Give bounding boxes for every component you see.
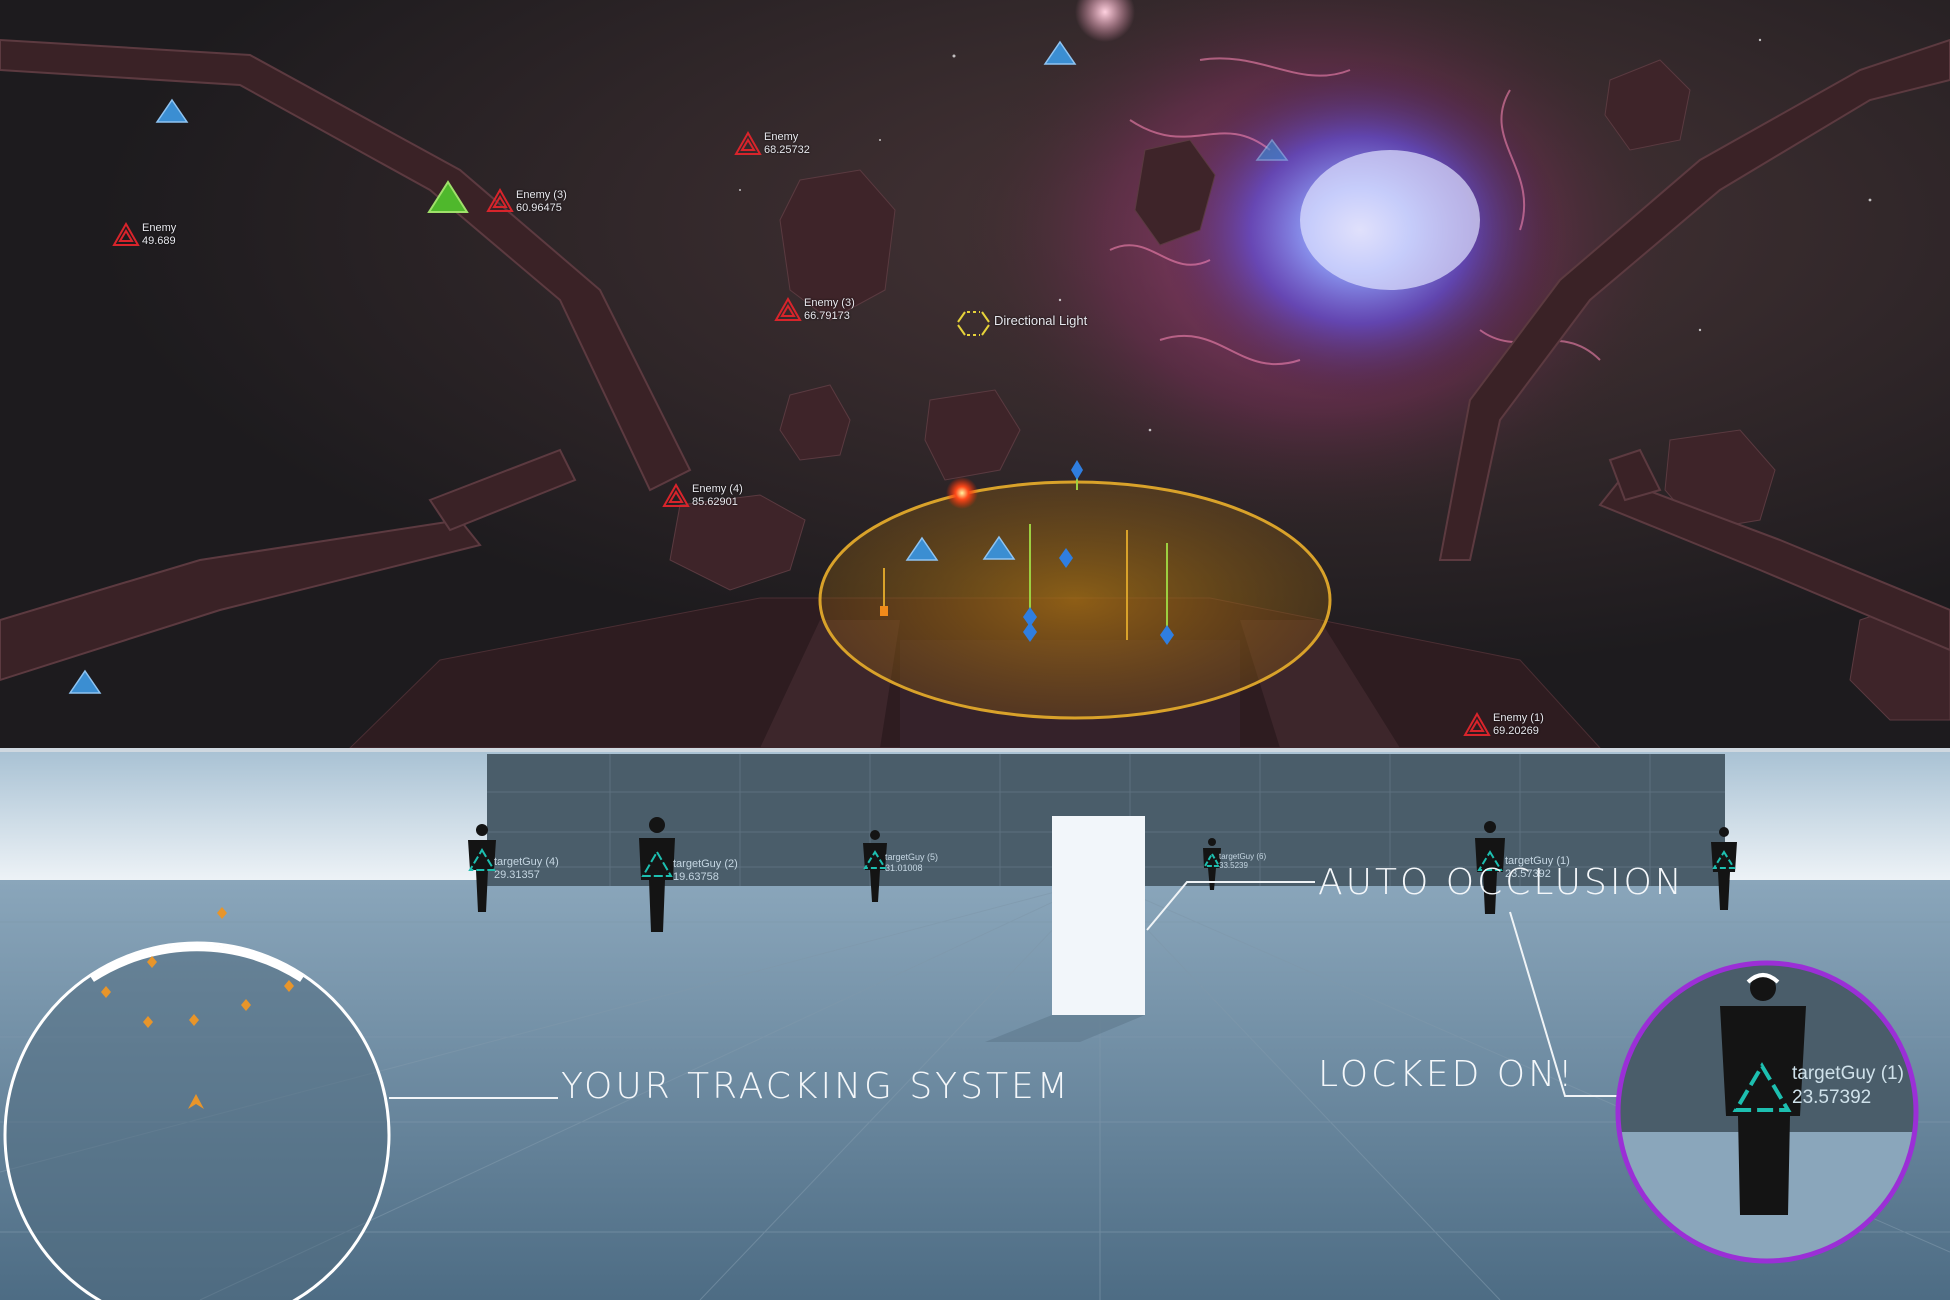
directional-light-label: Directional Light: [994, 313, 1088, 328]
target-distance: 19.63758: [673, 871, 719, 883]
enemy-distance: 60.96475: [516, 202, 562, 214]
enemy-label: Enemy (3)66.79173: [804, 297, 855, 323]
enemy-distance: 66.79173: [804, 310, 850, 322]
target-distance: 31.01008: [885, 863, 923, 873]
target-name: targetGuy (1): [1505, 855, 1570, 867]
target-distance: 33.5239: [1219, 861, 1248, 870]
target-label: targetGuy (5)31.01008: [885, 852, 938, 874]
target-name: targetGuy (2): [673, 858, 738, 870]
cockpit-radar: [818, 460, 1332, 720]
tracking-scene: [0, 752, 1950, 1300]
enemy-distance: 85.62901: [692, 496, 738, 508]
target-name: targetGuy (4): [494, 856, 559, 868]
enemy-name: Enemy (1): [1493, 712, 1544, 724]
space-scene: [0, 0, 1950, 748]
locked-target-label: targetGuy (1) 23.57392: [1792, 1062, 1904, 1110]
locked-target-name: targetGuy (1): [1792, 1063, 1904, 1084]
enemy-distance: 69.20269: [1493, 725, 1539, 737]
enemy-label: Enemy (3)60.96475: [516, 189, 567, 215]
enemy-name: Enemy (3): [804, 297, 855, 309]
target-label: targetGuy (4)29.31357: [494, 856, 559, 882]
panel-divider: [0, 748, 1950, 752]
enemy-label: Enemy (1)69.20269: [1493, 712, 1544, 738]
directional-light-icon: [957, 311, 990, 336]
enemy-name: Enemy (3): [516, 189, 567, 201]
target-name: targetGuy (5): [885, 852, 939, 862]
target-label: targetGuy (6)33.5239: [1219, 852, 1266, 870]
locked-target-distance: 23.57392: [1792, 1087, 1872, 1108]
enemy-name: Enemy: [764, 131, 799, 143]
target-markers: [468, 848, 1736, 877]
enemy-name: Enemy (4): [692, 483, 743, 495]
friendly-markers: [68, 40, 1289, 694]
enemy-label: Enemy (4)85.62901: [692, 483, 743, 509]
locked-on-callout: LOCKED ON!: [1318, 1054, 1576, 1095]
target-distance: 29.31357: [494, 869, 540, 881]
active-target-icon: [427, 180, 469, 213]
target-label: targetGuy (1)23.57392: [1505, 855, 1570, 881]
enemy-name: Enemy: [142, 222, 177, 234]
enemy-distance: 68.25732: [764, 144, 810, 156]
tracking-demo-view: targetGuy (4)29.31357 targetGuy (2)19.63…: [0, 752, 1950, 1300]
target-distance: 23.57392: [1505, 868, 1551, 880]
target-figures: [468, 817, 1737, 932]
target-label: targetGuy (2)19.63758: [673, 858, 738, 884]
auto-occlusion-callout: AUTO OCCLUSION: [1318, 862, 1685, 903]
enemy-markers: [112, 130, 1491, 736]
enemy-distance: 49.689: [142, 235, 176, 247]
target-name: targetGuy (6): [1219, 852, 1267, 861]
tracking-system-callout: YOUR TRACKING SYSTEM: [561, 1066, 1071, 1107]
minimap-radar: [3, 907, 391, 1300]
